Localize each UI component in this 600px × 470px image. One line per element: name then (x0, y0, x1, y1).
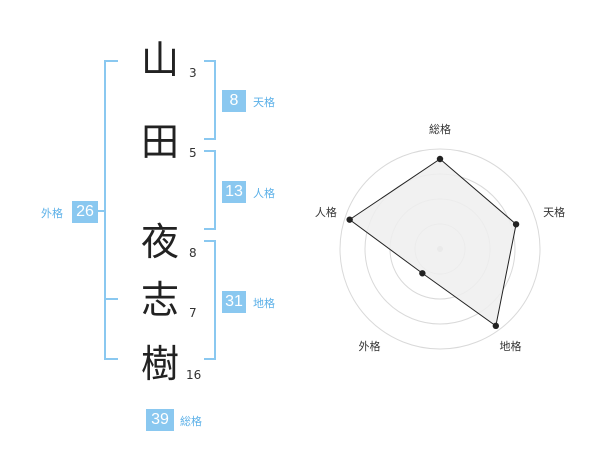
stroke-count-1: 3 (189, 66, 197, 80)
tenkaku-label: 天格 (253, 96, 275, 109)
tenkaku-bracket-top (204, 60, 216, 62)
radar-axis-label-2: 天格 (543, 205, 565, 219)
jinkaku-bracket-top (204, 150, 216, 152)
chikaku-bracket-top (204, 240, 216, 242)
radar-axis-label-1: 総格 (429, 122, 451, 136)
gaikaku-bracket-top (104, 60, 118, 62)
name-char-2: 田 (140, 120, 179, 164)
radar-polygon (348, 158, 517, 327)
gaikaku-label: 外格 (41, 207, 63, 220)
radar-point-5 (346, 216, 353, 223)
name-char-4: 志 (140, 278, 179, 322)
jinkaku-label: 人格 (253, 187, 275, 200)
radar-polygon-group (348, 158, 517, 327)
radar-axis-label-4: 外格 (358, 339, 380, 353)
radar-axis-label-3: 地格 (500, 339, 522, 353)
stroke-count-5: 16 (186, 368, 202, 382)
jinkaku-badge: 13 (222, 181, 246, 203)
soukaku-label: 総格 (180, 415, 202, 428)
name-char-3: 夜 (140, 220, 179, 264)
radar-point-1 (436, 155, 444, 163)
jinkaku-bracket-bottom (204, 228, 216, 230)
radar-point-2 (512, 221, 520, 228)
stroke-count-3: 8 (189, 246, 197, 260)
radar-axis-label-5: 人格 (315, 205, 337, 219)
stroke-count-2: 5 (189, 146, 197, 160)
gaikaku-bracket-bottom (104, 358, 118, 360)
soukaku-badge: 39 (146, 409, 174, 431)
stroke-count-4: 7 (189, 306, 197, 320)
gaikaku-badge: 26 (72, 201, 98, 223)
chikaku-bracket-vertical (214, 240, 216, 360)
radar-point-3 (492, 322, 500, 330)
gaikaku-bracket-mid (104, 298, 118, 300)
tenkaku-bracket-vertical (214, 60, 216, 140)
gaikaku-bracket-tick (98, 210, 106, 212)
radar-point-4 (419, 270, 426, 277)
chikaku-label: 地格 (253, 297, 275, 310)
chikaku-bracket-bottom (204, 358, 216, 360)
chikaku-badge: 31 (222, 291, 246, 313)
radar-points (346, 155, 520, 330)
name-char-1: 山 (140, 38, 179, 82)
jinkaku-bracket-vertical (214, 150, 216, 230)
name-char-5: 樹 (140, 342, 179, 386)
radar-ring-4 (339, 148, 541, 350)
tenkaku-badge: 8 (222, 90, 246, 112)
tenkaku-bracket-bottom (204, 138, 216, 140)
